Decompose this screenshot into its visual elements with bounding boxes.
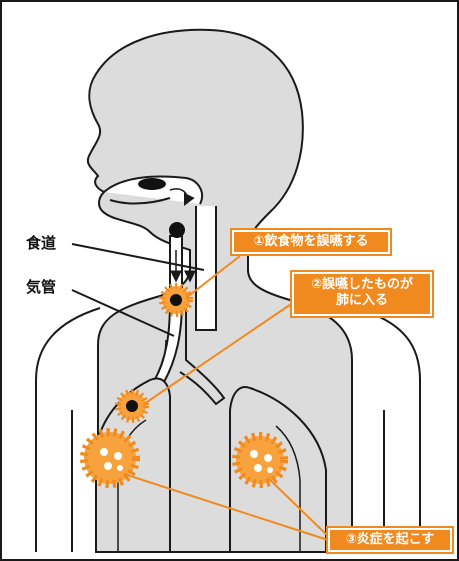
callout-step2-line1: ②誤嚥したものが (294, 277, 430, 293)
callout-step3: ③炎症を起こす (328, 528, 452, 552)
germ-icon (162, 286, 190, 314)
esophagus-label: 食道 (26, 232, 56, 253)
germ-icon (236, 436, 284, 484)
callout-step3-text: ③炎症を起こす (330, 530, 450, 550)
callout-step2-line2: 肺に入る (294, 293, 430, 309)
germ-icon (118, 392, 146, 420)
callout-step1: ①飲食物を誤嚥する (232, 230, 390, 254)
callout-step1-text: ①飲食物を誤嚥する (234, 232, 388, 252)
food-bolus-icon (169, 222, 185, 238)
tongue-shape (138, 178, 166, 190)
callout-step2: ②誤嚥したものが 肺に入る (292, 272, 432, 316)
trachea-label: 気管 (26, 276, 56, 297)
